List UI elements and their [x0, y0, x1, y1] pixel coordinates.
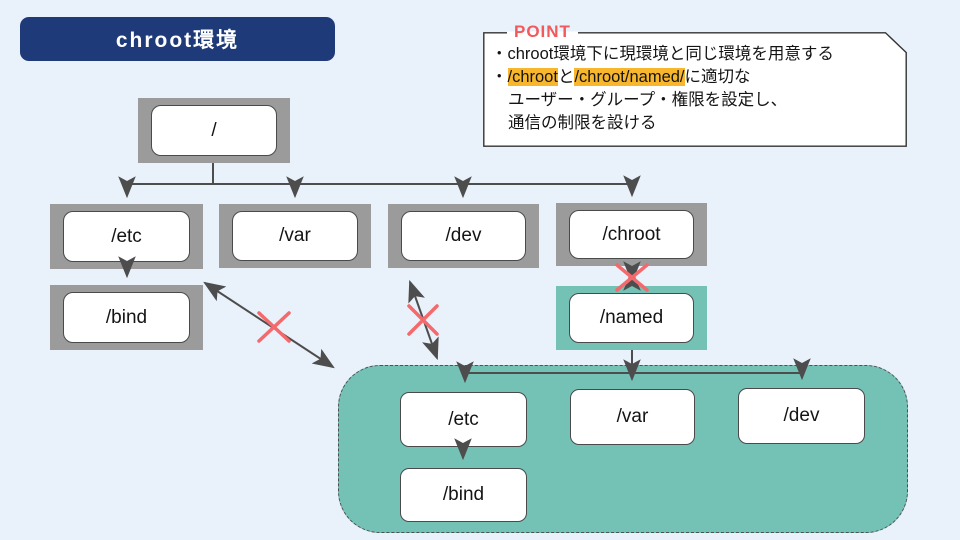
node-chroot-box: /chroot	[569, 210, 694, 259]
node-bind: /bind	[50, 285, 203, 350]
point-box-border	[483, 32, 907, 147]
arrow-dev-chrootenv	[408, 279, 439, 361]
point-line-3: ユーザー・グループ・権限を設定し、	[491, 89, 899, 112]
node-label: /var	[616, 406, 649, 427]
node-named: /named	[556, 286, 707, 350]
node-chroot-dev: /dev	[738, 388, 865, 444]
point-text-segment: と	[557, 68, 575, 86]
node-bind-box: /bind	[63, 292, 190, 343]
node-chroot-var: /var	[570, 389, 695, 445]
title-badge: chroot環境	[20, 17, 335, 61]
node-label: /bind	[442, 484, 485, 505]
node-chroot-etc: /etc	[400, 392, 527, 447]
point-line-1: ・chroot環境下に現環境と同じ環境を用意する	[491, 43, 899, 66]
node-label: /	[211, 119, 217, 141]
point-title: POINT	[507, 21, 578, 43]
node-label: /etc	[448, 408, 479, 430]
point-line-2: ・/chrootと/chroot/named/に適切な	[491, 66, 899, 89]
highlight-chroot-path: /chroot	[507, 68, 558, 86]
point-text-segment: ・chroot環境下に現環境と同じ環境を用意する	[491, 45, 834, 63]
node-var-box: /var	[232, 211, 358, 261]
node-root: /	[138, 98, 290, 163]
point-text-segment: 通信の制限を設ける	[508, 114, 657, 132]
node-label: /var	[279, 225, 311, 246]
point-line-4: 通信の制限を設ける	[491, 112, 899, 135]
node-label: /bind	[105, 306, 148, 328]
node-etc: /etc	[50, 204, 203, 269]
point-text: ・chroot環境下に現環境と同じ環境を用意する ・/chrootと/chroo…	[491, 43, 899, 135]
node-label: /named	[599, 307, 664, 328]
page-title: chroot環境	[115, 29, 240, 52]
node-chroot-bind: /bind	[400, 468, 527, 522]
node-label: /dev	[783, 405, 820, 426]
node-root-box: /	[151, 105, 277, 156]
node-var: /var	[219, 204, 371, 268]
arrow-etc-chrootenv	[203, 281, 335, 369]
node-etc-box: /etc	[63, 211, 190, 262]
node-label: /dev	[445, 225, 482, 246]
node-named-box: /named	[569, 293, 694, 343]
node-dev-box: /dev	[401, 211, 526, 261]
highlight-chroot-named-path: /chroot/named/	[574, 68, 685, 86]
node-label: /etc	[111, 225, 142, 247]
point-text-segment: に適切な	[684, 68, 751, 86]
node-chroot: /chroot	[556, 203, 707, 266]
point-text-segment: ・	[491, 68, 508, 86]
node-label: /chroot	[602, 223, 661, 245]
blocked-x-icon	[257, 311, 291, 343]
blocked-x-icon	[407, 304, 439, 336]
point-box-outline	[483, 32, 907, 147]
point-box: POINT ・chroot環境下に現環境と同じ環境を用意する ・/chrootと…	[483, 21, 907, 147]
point-text-segment: ユーザー・グループ・権限を設定し、	[508, 91, 788, 109]
node-dev: /dev	[388, 204, 539, 268]
